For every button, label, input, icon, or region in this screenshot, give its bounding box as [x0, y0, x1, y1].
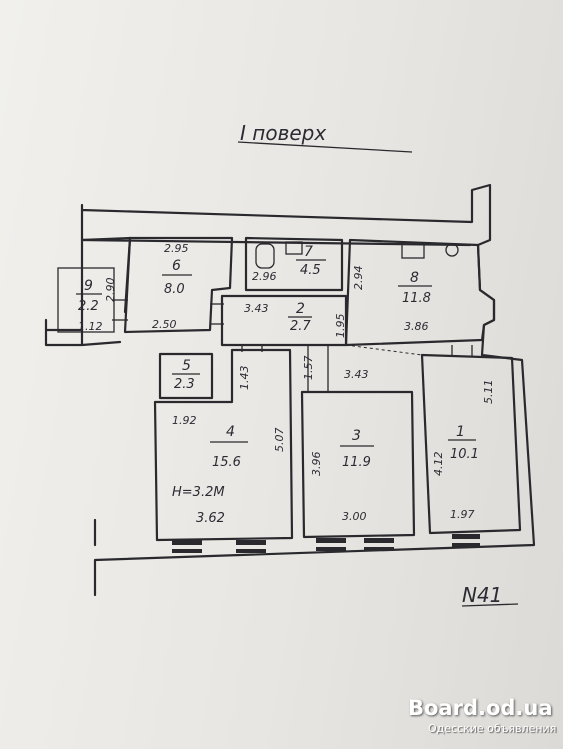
room-5-outline [158, 352, 214, 400]
room-2-dim-0: 3.43 [244, 302, 269, 315]
room-4-dim-0: 1.92 [172, 414, 197, 427]
room-1-area: 10.1 [450, 447, 479, 462]
room-5-dim-0: 1.43 [238, 366, 251, 391]
room-2-dim-2: 1.57 [302, 356, 315, 381]
room-6-dim-1: 2.50 [152, 318, 177, 331]
hall-line [345, 344, 423, 356]
room-2-dim-1: 1.95 [334, 314, 347, 339]
sink-icon [285, 241, 303, 255]
plan-number-underline [461, 603, 519, 607]
room-3-outline [300, 390, 416, 539]
title-underline [237, 141, 413, 153]
room-8-number: 8 [410, 270, 419, 286]
room-8-area: 11.8 [402, 291, 431, 306]
room-3-dim-2: 3.00 [342, 510, 367, 523]
stove-icon [401, 243, 425, 259]
room-4-note: H=3.2M [172, 485, 225, 500]
room-7-outline [244, 236, 344, 292]
room-1-dim-2: 1.97 [450, 508, 475, 521]
plan-number: N41 [462, 583, 502, 607]
toilet-icon [255, 243, 275, 269]
room-8-dim-1: 3.86 [404, 320, 429, 333]
watermark-main[interactable]: Board.od.ua [408, 696, 553, 720]
room-6-area: 8.0 [164, 282, 185, 297]
room-2-outline [220, 294, 348, 347]
room-9-dim-1: 1.12 [78, 320, 103, 333]
watermark-sub: Одесские объявления [428, 722, 557, 735]
doors [112, 299, 473, 392]
room-4-dim-1: 5.07 [273, 428, 286, 453]
room-1-outline [420, 353, 522, 535]
room-5-number: 5 [182, 358, 191, 374]
room-9-number: 9 [84, 278, 93, 294]
room-7-area: 4.5 [300, 263, 321, 278]
room-3-dim-0: 3.43 [344, 368, 369, 381]
boiler-icon [445, 243, 459, 257]
room-5-area: 2.3 [174, 377, 195, 392]
room-1-dim-0: 5.11 [482, 380, 495, 405]
room-2-area: 2.7 [290, 319, 311, 334]
room-4-outline [153, 348, 294, 542]
room-6-dim-0: 2.95 [164, 242, 189, 255]
room-2-number: 2 [296, 301, 305, 317]
room-4-number: 4 [226, 424, 235, 440]
room-3-area: 11.9 [342, 455, 371, 470]
plan-title: I поверх [240, 121, 326, 145]
room-6-outline [123, 236, 234, 334]
room-6-number-visible: 6 [172, 258, 181, 274]
room-9-area: 2.2 [78, 299, 99, 314]
room-3-dim-1: 3.96 [310, 452, 323, 477]
room-1-dim-1: 4.12 [432, 452, 445, 477]
room-8-dim-0: 2.94 [352, 266, 365, 291]
room-8-outline [344, 238, 496, 347]
windows [172, 534, 480, 553]
room-9-dim-0: 2.90 [104, 278, 117, 303]
room-3-number: 3 [352, 428, 361, 444]
room-1-number: 1 [456, 424, 465, 440]
room-7-dim-0: 2.96 [252, 270, 277, 283]
room-4-dim-2: 3.62 [196, 511, 225, 526]
room-4-area: 15.6 [212, 455, 241, 470]
room-7-number: 7 [304, 244, 313, 260]
